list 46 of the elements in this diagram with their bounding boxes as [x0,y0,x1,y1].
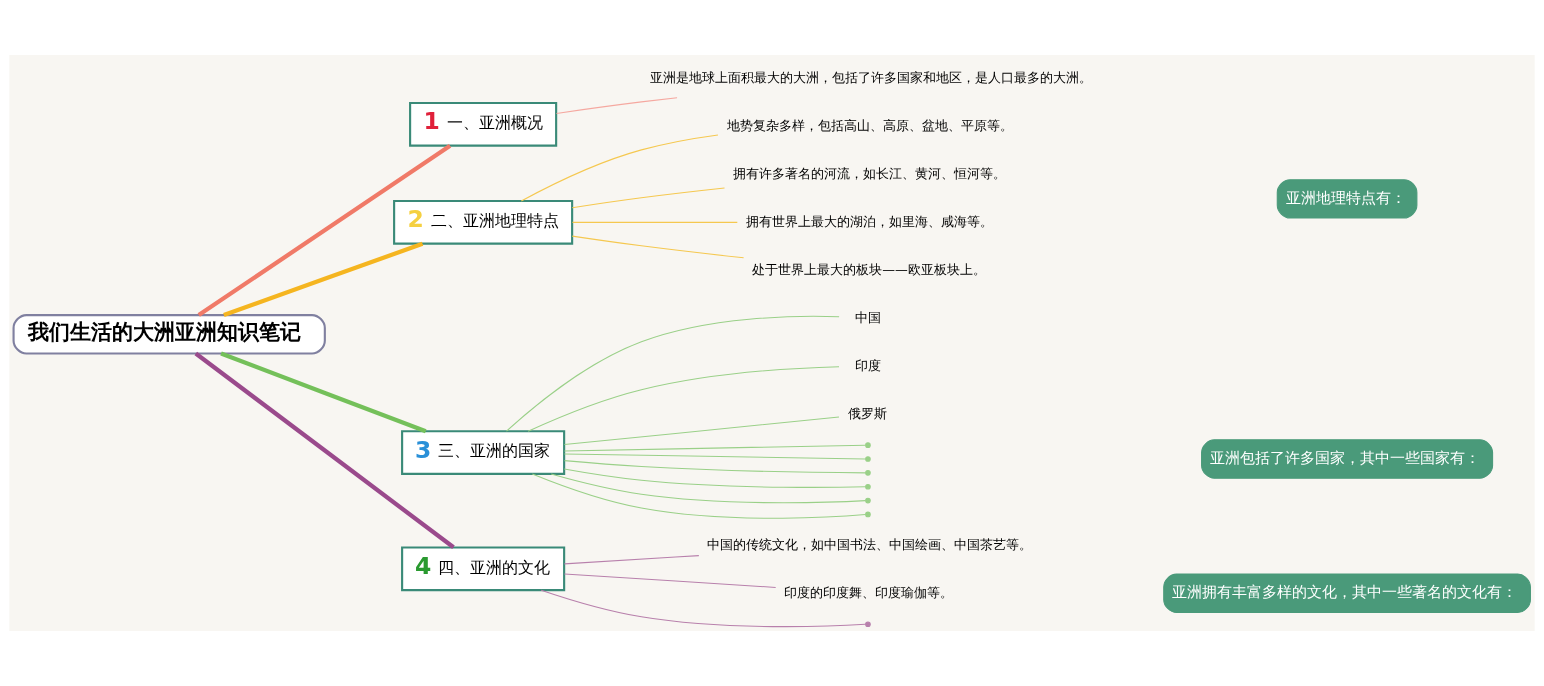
node-text: 俄罗斯 [848,405,888,421]
node-point [865,442,871,448]
node-text: 印度 [854,357,881,373]
node-text: 处于世界上最大的板块——欧亚板块上。 [752,261,986,277]
connector [571,187,726,209]
node-text: 印度的印度舞、印度瑜伽等。 [784,584,954,600]
node-text: 中国 [854,309,881,325]
connector [563,453,866,460]
node-point [865,470,871,476]
connector [194,351,455,549]
node-text: 拥有许多著名的河流，如长江、黄河、恒河等。 [733,165,1007,181]
connector [563,573,777,588]
node-text: 中国的传统文化，如中国书法、中国绘画、中国茶艺等。 [707,536,1033,552]
connector [563,468,866,488]
node-text: 亚洲是地球上面积最大的大洲，包括了许多国家和地区，是人口最多的大洲。 [649,69,1092,85]
connector [540,589,866,628]
node-box: 亚洲拥有丰富多样的文化，其中一些著名的文化有： [1163,573,1531,614]
node-point [865,456,871,462]
connector [556,97,678,114]
node-point [865,483,871,490]
connector [571,221,738,223]
node-box: 2 二、亚洲地理特点 [393,199,574,245]
connector [527,366,840,432]
node-box: 亚洲地理特点有： [1276,179,1418,219]
connector [520,134,719,202]
connector [563,416,840,446]
node-box: 4 四、亚洲的文化 [401,546,566,592]
connector [571,235,745,259]
connector [220,351,427,434]
node-box: 3 三、亚洲的国家 [401,430,566,475]
node-point [865,621,871,628]
node-text: 地势复杂多样，包括高山、高原、盆地、平原等。 [726,117,1013,133]
connector [563,444,866,452]
connector [531,473,866,519]
node-box: 1 一、亚洲概况 [409,101,558,147]
node-box: 我们生活的大洲亚洲知识笔记 [12,314,326,355]
node-box: 亚洲包括了许多国家，其中一些国家有： [1201,439,1494,479]
node-text: 拥有世界上最大的湖泊，如里海、咸海等。 [745,213,993,229]
connector [550,473,866,504]
connector [563,555,700,565]
node-point [865,511,871,518]
connector [563,460,866,474]
node-point [865,497,871,504]
connector [505,315,840,432]
connector [223,241,424,318]
connector [197,144,452,317]
